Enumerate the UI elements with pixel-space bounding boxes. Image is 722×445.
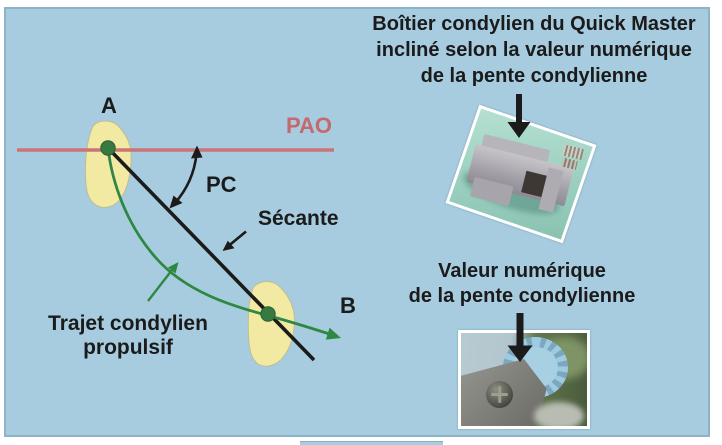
trajet-label-line1: Trajet condylien xyxy=(48,312,208,335)
point-b-label: B xyxy=(340,293,356,318)
secante-label: Sécante xyxy=(258,207,339,230)
top-caption: Boîtier condylien du Quick Master inclin… xyxy=(356,11,712,89)
top-caption-line1: Boîtier condylien du Quick Master xyxy=(372,13,696,35)
point-a-label: A xyxy=(101,93,117,118)
trajet-condylien-label: Trajet condylien propulsif xyxy=(28,312,228,360)
pao-label: PAO xyxy=(286,113,333,138)
next-figure-edge-strip xyxy=(300,441,443,445)
trajet-label-line2: propulsif xyxy=(83,336,173,359)
top-caption-line2: incliné selon la valeur numérique xyxy=(376,39,692,61)
top-caption-line3: de la pente condylienne xyxy=(420,65,648,87)
bottom-caption-line2: de la pente condylienne xyxy=(408,285,636,307)
pc-angle-label: PC xyxy=(206,172,237,197)
photo-gray-blob xyxy=(534,401,585,426)
numeric-dial-photo xyxy=(458,330,590,429)
bottom-caption-line1: Valeur numérique xyxy=(438,260,606,282)
screw-cross-line xyxy=(498,386,502,404)
numeric-dial-photo-content xyxy=(461,333,587,426)
screw-shape xyxy=(486,381,514,409)
bottom-caption: Valeur numérique de la pente condylienne xyxy=(402,259,642,309)
